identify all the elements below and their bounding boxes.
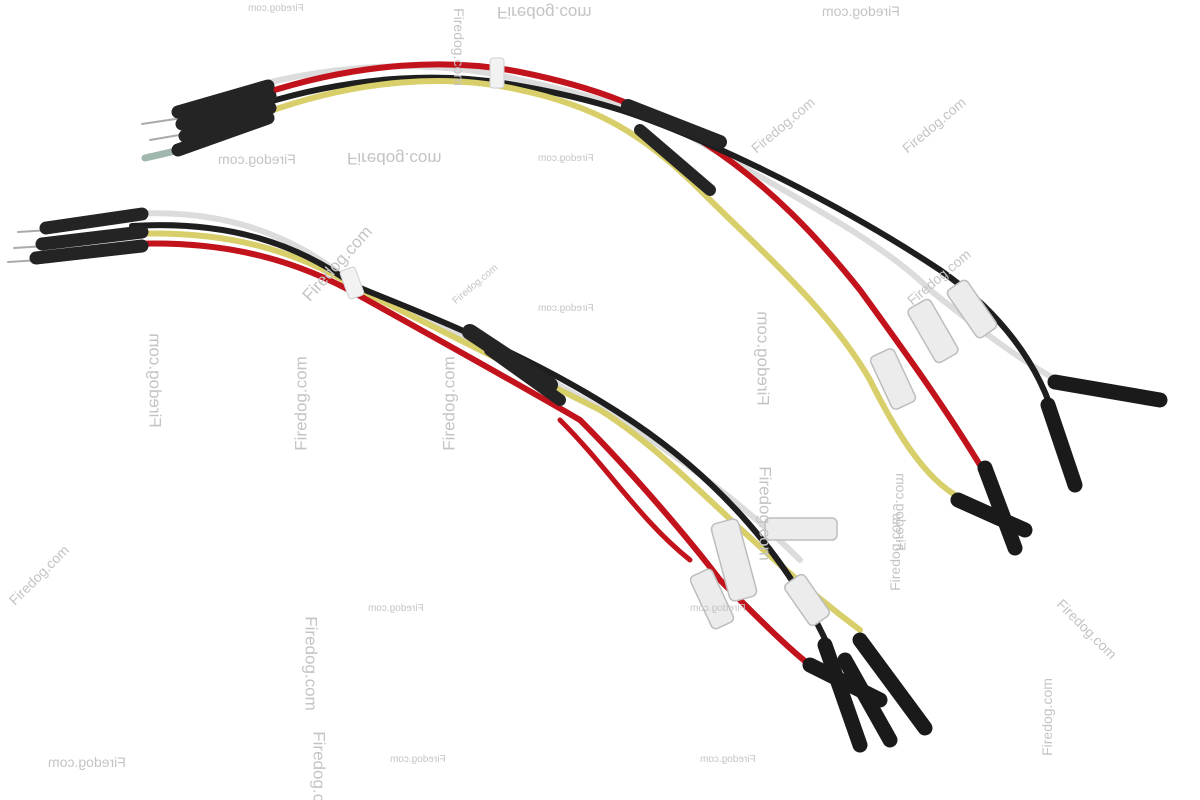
lower-pin-terminals [7, 207, 149, 265]
upper-heat-shrink [621, 99, 727, 149]
lower-bullet-connectors [802, 632, 933, 753]
lower-cable-tie [339, 266, 365, 300]
lower-white-wire [129, 210, 803, 563]
upper-harness [141, 57, 1168, 556]
upper-yellow-wire [259, 78, 968, 503]
upper-spade-connectors [869, 279, 998, 410]
upper-cable-tie [489, 57, 505, 89]
upper-bullet-connectors [950, 374, 1168, 556]
lower-spade-connectors [689, 517, 838, 630]
lower-harness [7, 207, 933, 753]
upper-pin-terminals [141, 79, 277, 162]
